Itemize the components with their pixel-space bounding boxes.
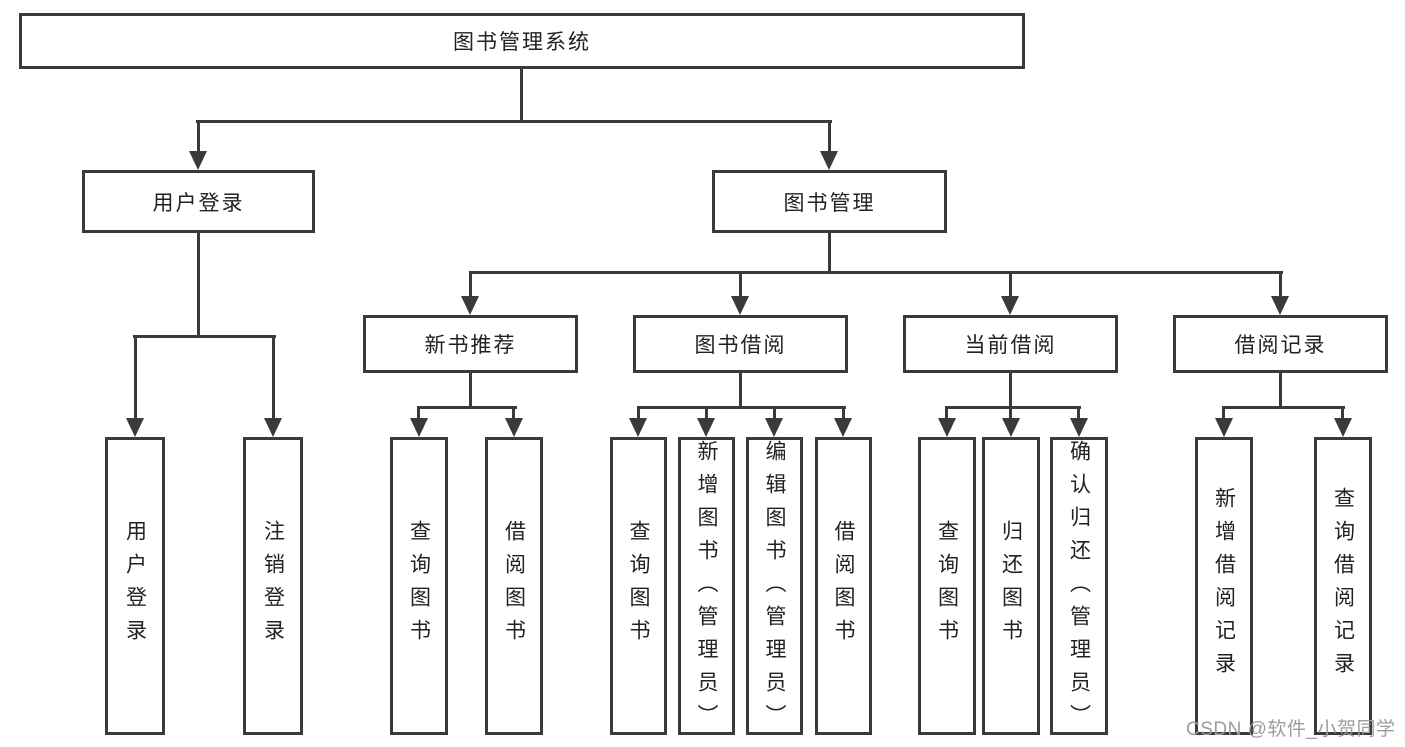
connector-line: [637, 406, 640, 420]
arrow-down-icon: [126, 418, 144, 437]
connector-line: [417, 406, 517, 409]
connector-line: [469, 271, 472, 298]
arrow-down-icon: [938, 418, 956, 437]
leaf-logout: 注销登录: [243, 437, 303, 735]
connector-line: [637, 406, 846, 409]
node-new-book-recommend: 新书推荐: [363, 315, 578, 373]
arrow-down-icon: [834, 418, 852, 437]
leaf-label: 注销登录: [261, 520, 285, 652]
arrow-down-icon: [461, 296, 479, 315]
arrow-down-icon: [1002, 418, 1020, 437]
connector-line: [469, 271, 1283, 274]
arrow-down-icon: [1334, 418, 1352, 437]
connector-line: [272, 335, 275, 420]
leaf-query-book: 查询图书: [390, 437, 448, 735]
connector-line: [739, 271, 742, 298]
connector-line: [1009, 373, 1012, 406]
connector-line: [828, 120, 831, 153]
leaf-label: 新增借阅记录: [1212, 487, 1236, 685]
connector-line: [469, 373, 472, 406]
node-label: 新书推荐: [424, 334, 517, 357]
connector-line: [1341, 406, 1344, 420]
connector-line: [739, 373, 742, 406]
leaf-label: 查询借阅记录: [1331, 487, 1355, 685]
leaf-add-book-admin: 新增图书（管理员）: [678, 437, 735, 737]
leaf-label: 归还图书: [999, 520, 1023, 652]
leaf-borrow-book: 借阅图书: [815, 437, 872, 735]
node-book-management: 图书管理: [712, 170, 947, 233]
arrow-down-icon: [189, 151, 207, 170]
connector-line: [945, 406, 948, 420]
connector-line: [133, 335, 276, 338]
leaf-confirm-return-admin: 确认归还（管理员）: [1050, 437, 1108, 737]
leaf-user-login: 用户登录: [105, 437, 165, 735]
arrow-down-icon: [1070, 418, 1088, 437]
arrow-down-icon: [731, 296, 749, 315]
leaf-label: 编辑图书（管理员）: [763, 440, 786, 737]
connector-line: [828, 233, 831, 271]
node-user-login: 用户登录: [82, 170, 315, 233]
arrow-down-icon: [410, 418, 428, 437]
connector-line: [1222, 406, 1225, 420]
leaf-query-borrow-record: 查询借阅记录: [1314, 437, 1372, 735]
connector-line: [1279, 373, 1282, 406]
connector-line: [1009, 406, 1012, 420]
node-label: 用户登录: [152, 191, 245, 215]
node-label: 图书管理: [783, 191, 876, 215]
leaf-add-borrow-record: 新增借阅记录: [1195, 437, 1253, 735]
connector-line: [196, 120, 832, 123]
connector-line: [520, 69, 523, 120]
leaf-label: 借阅图书: [502, 520, 526, 652]
node-label: 图书管理系统: [453, 31, 591, 54]
leaf-return-book: 归还图书: [982, 437, 1040, 735]
node-label: 借阅记录: [1234, 334, 1327, 357]
connector-line: [773, 406, 776, 420]
leaf-label: 用户登录: [123, 520, 147, 652]
connector-line: [197, 120, 200, 153]
leaf-label: 查询图书: [935, 520, 959, 652]
arrow-down-icon: [1001, 296, 1019, 315]
node-label: 当前借阅: [964, 334, 1057, 357]
connector-line: [1222, 406, 1345, 409]
leaf-label: 查询图书: [407, 520, 431, 652]
leaf-query-book: 查询图书: [918, 437, 976, 735]
arrow-down-icon: [505, 418, 523, 437]
connector-line: [134, 335, 137, 420]
connector-line: [512, 406, 515, 420]
connector-line: [705, 406, 708, 420]
arrow-down-icon: [264, 418, 282, 437]
arrow-down-icon: [765, 418, 783, 437]
node-book-borrow: 图书借阅: [633, 315, 848, 373]
connector-line: [1009, 271, 1012, 298]
leaf-label: 查询图书: [627, 520, 650, 652]
connector-line: [197, 233, 200, 335]
connector-line: [1077, 406, 1080, 420]
node-current-borrow: 当前借阅: [903, 315, 1118, 373]
leaf-borrow-book: 借阅图书: [485, 437, 543, 735]
arrow-down-icon: [629, 418, 647, 437]
leaf-label: 借阅图书: [832, 520, 855, 652]
node-label: 图书借阅: [694, 334, 787, 357]
arrow-down-icon: [1271, 296, 1289, 315]
arrow-down-icon: [820, 151, 838, 170]
arrow-down-icon: [697, 418, 715, 437]
node-borrow-records: 借阅记录: [1173, 315, 1388, 373]
leaf-label: 新增图书（管理员）: [695, 440, 718, 737]
connector-line: [417, 406, 420, 420]
leaf-label: 确认归还（管理员）: [1067, 440, 1091, 737]
arrow-down-icon: [1215, 418, 1233, 437]
leaf-query-book: 查询图书: [610, 437, 667, 735]
node-library-management-system: 图书管理系统: [19, 13, 1025, 69]
leaf-edit-book-admin: 编辑图书（管理员）: [746, 437, 803, 737]
csdn-watermark: CSDN @软件_小贺同学: [1186, 719, 1396, 740]
connector-line: [1279, 271, 1282, 298]
connector-line: [842, 406, 845, 420]
connector-line: [945, 406, 1081, 409]
